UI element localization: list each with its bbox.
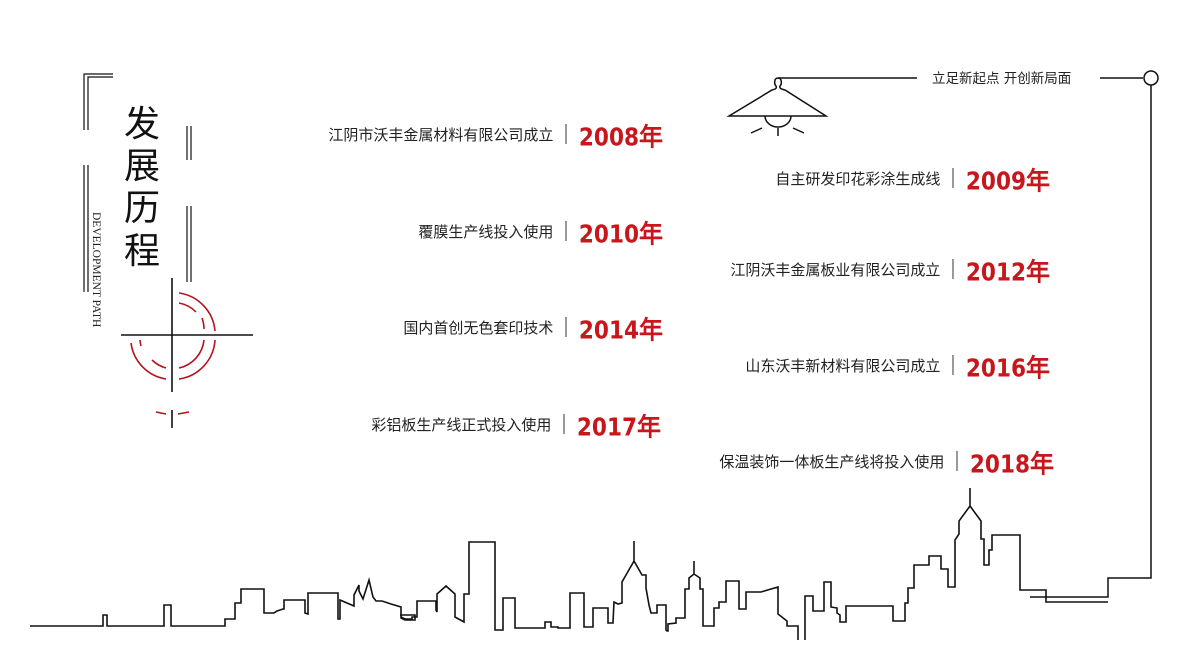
separator bbox=[565, 221, 567, 241]
milestone-year: 2009年 bbox=[965, 165, 1050, 196]
milestone-year: 2012年 bbox=[965, 256, 1050, 287]
left-frame-lines bbox=[83, 73, 192, 292]
pendant-lamp-icon bbox=[726, 77, 1143, 136]
milestone-2014: 国内首创无色套印技术 2014年 bbox=[403, 312, 663, 344]
circle-node-icon bbox=[1143, 70, 1159, 86]
separator bbox=[563, 414, 565, 434]
milestone-2010: 覆膜生产线投入使用 2010年 bbox=[418, 216, 663, 248]
milestone-description: 保温装饰一体板生产线将投入使用 bbox=[719, 452, 945, 471]
crosshair-target-icon bbox=[121, 278, 253, 428]
milestone-description: 江阴市沃丰金属材料有限公司成立 bbox=[328, 125, 554, 144]
milestone-description: 覆膜生产线投入使用 bbox=[418, 222, 554, 241]
separator bbox=[952, 259, 954, 279]
timeline-vertical-line bbox=[1030, 85, 1152, 598]
slogan-text: 立足新起点 开创新局面 bbox=[928, 67, 1076, 87]
milestone-description: 自主研发印花彩涂生成线 bbox=[775, 169, 941, 188]
milestone-description: 彩铝板生产线正式投入使用 bbox=[371, 415, 552, 434]
milestone-2012: 江阴沃丰金属板业有限公司成立 2012年 bbox=[730, 254, 1050, 286]
city-skyline-line-art bbox=[30, 488, 1108, 640]
milestone-description: 江阴沃丰金属板业有限公司成立 bbox=[730, 260, 941, 279]
separator bbox=[952, 168, 954, 188]
milestone-2018: 保温装饰一体板生产线将投入使用 2018年 bbox=[719, 446, 1054, 478]
milestone-year: 2008年 bbox=[578, 121, 663, 152]
milestone-year: 2010年 bbox=[578, 218, 663, 249]
milestone-description: 国内首创无色套印技术 bbox=[403, 318, 554, 337]
page-subtitle: DEVELOPMENT PATH bbox=[90, 212, 102, 328]
milestone-year: 2016年 bbox=[965, 352, 1050, 383]
milestone-2009: 自主研发印花彩涂生成线 2009年 bbox=[775, 163, 1050, 195]
separator bbox=[565, 124, 567, 144]
title-char: 发 bbox=[124, 104, 161, 145]
separator bbox=[956, 451, 958, 471]
separator bbox=[952, 355, 954, 375]
milestone-year: 2017年 bbox=[576, 411, 661, 442]
milestone-2016: 山东沃丰新材料有限公司成立 2016年 bbox=[745, 350, 1050, 382]
milestone-2017: 彩铝板生产线正式投入使用 2017年 bbox=[371, 409, 661, 441]
milestone-description: 山东沃丰新材料有限公司成立 bbox=[745, 356, 941, 375]
milestone-2008: 江阴市沃丰金属材料有限公司成立 2008年 bbox=[328, 119, 663, 151]
title-char: 程 bbox=[124, 231, 161, 272]
milestone-year: 2018年 bbox=[969, 448, 1054, 479]
separator bbox=[565, 317, 567, 337]
title-char: 展 bbox=[124, 146, 161, 187]
milestone-year: 2014年 bbox=[578, 314, 663, 345]
title-char: 历 bbox=[124, 188, 161, 229]
